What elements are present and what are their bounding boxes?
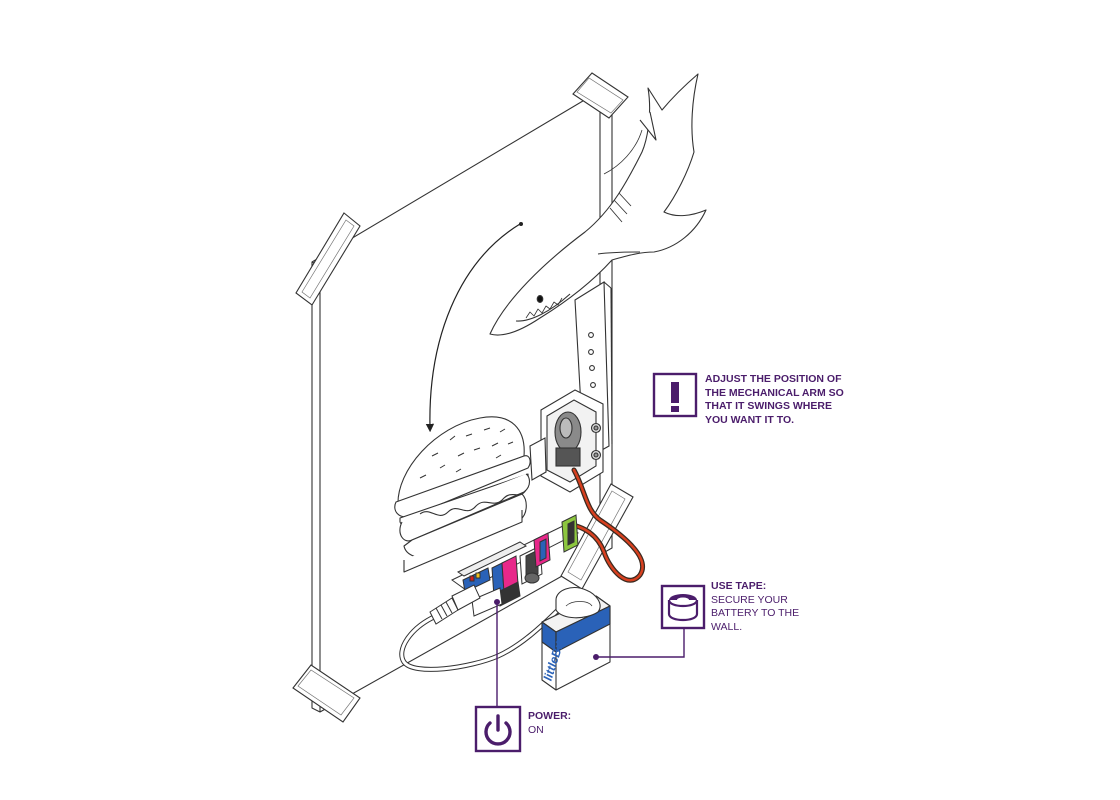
battery bbox=[541, 587, 611, 691]
bit-red bbox=[462, 567, 491, 593]
burger bbox=[394, 416, 531, 573]
callout-adjust-text: ADJUST THE POSITION OF THE MECHANICAL AR… bbox=[705, 373, 844, 427]
power-cable bbox=[399, 584, 562, 672]
servo-motor bbox=[529, 389, 604, 493]
tape-roll-icon bbox=[660, 584, 706, 630]
exclamation-icon bbox=[652, 372, 698, 418]
swing-arrow bbox=[425, 223, 521, 433]
callout-tape-title: USE TAPE: bbox=[711, 580, 767, 592]
callout-adjust-line-2: THE MECHANICAL ARM SO bbox=[705, 386, 844, 399]
callout-power-text: POWER: ON bbox=[528, 710, 571, 737]
tape-strip-bottom-left bbox=[292, 664, 361, 723]
callout-power-value: ON bbox=[528, 723, 544, 736]
shark bbox=[489, 73, 707, 336]
callout-connectors bbox=[496, 602, 685, 707]
bit-pink bbox=[533, 532, 551, 568]
callout-tape-line-2: BATTERY TO THE bbox=[711, 607, 800, 619]
callout-adjust-line-3: THAT IT SWINGS WHERE bbox=[705, 400, 832, 412]
callout-adjust-line-1: ADJUST THE POSITION OF bbox=[705, 373, 842, 385]
servo-wire bbox=[563, 467, 646, 583]
callout-tape-line-3: WALL. bbox=[711, 620, 743, 633]
callout-power-title: POWER: bbox=[528, 710, 572, 722]
bit-dimmer bbox=[519, 545, 543, 585]
bit-pink-blue bbox=[491, 555, 521, 607]
tape-strip-top bbox=[572, 72, 629, 119]
tape-strip-left bbox=[295, 212, 361, 306]
callout-tape-line-1: SECURE YOUR bbox=[711, 593, 788, 606]
bit-green bbox=[561, 514, 579, 553]
callout-adjust-line-4: YOU WANT IT TO. bbox=[705, 413, 795, 426]
callout-tape-text: USE TAPE: SECURE YOUR BATTERY TO THE WAL… bbox=[711, 580, 799, 634]
littlebits-circuit bbox=[451, 514, 580, 617]
power-icon bbox=[474, 705, 522, 753]
